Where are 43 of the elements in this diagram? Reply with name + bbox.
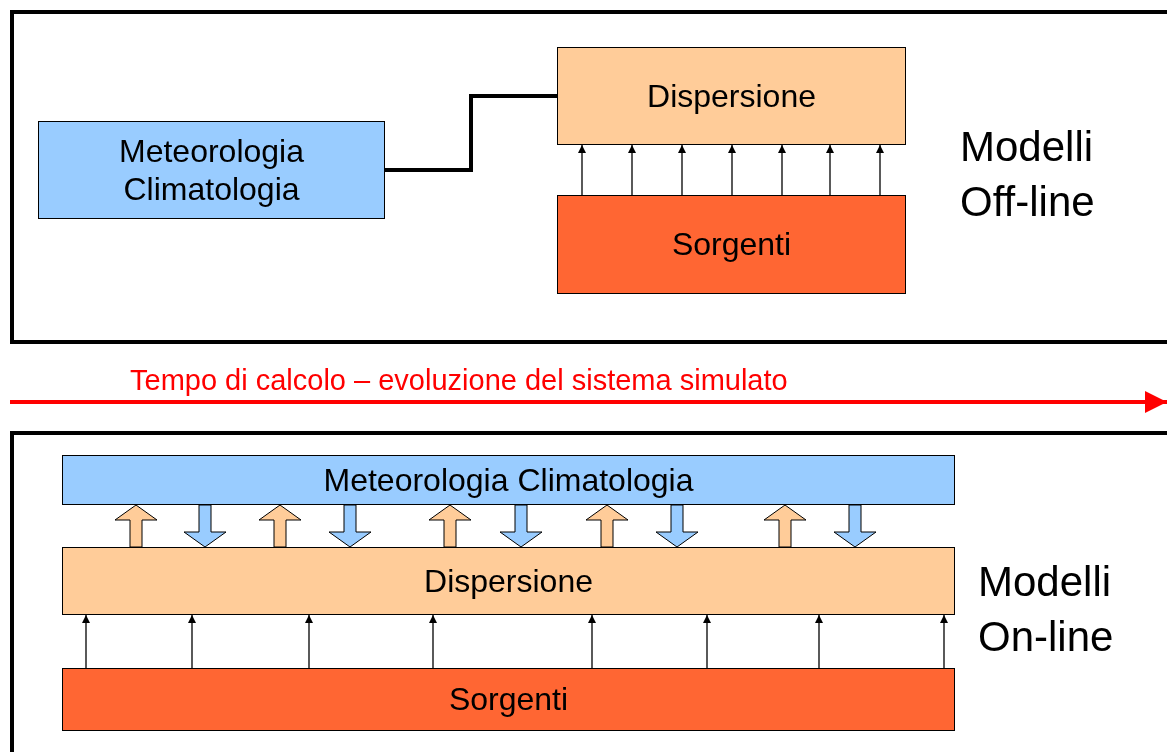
box-label: Meteorologia Climatologia: [323, 460, 694, 500]
process-box: [62, 547, 955, 615]
block-arrow: [258, 504, 302, 548]
arrow: [188, 614, 196, 669]
arrow: [82, 614, 90, 669]
box-label: Sorgenti: [671, 225, 792, 264]
arrow: [815, 614, 823, 669]
process-box: [557, 195, 906, 294]
block-arrow: [585, 504, 629, 548]
block-arrow: [428, 504, 472, 548]
block-arrow: [183, 504, 227, 548]
block-arrow: [114, 504, 158, 548]
arrow: [876, 144, 884, 196]
panel-frame: [10, 10, 1167, 344]
box-label: Meteorologia Climatologia: [118, 131, 305, 209]
process-box: [38, 121, 385, 219]
box-label: Dispersione: [424, 561, 593, 601]
connector-line: [385, 94, 557, 172]
block-arrow: [655, 504, 699, 548]
arrow: [305, 614, 313, 669]
process-box: [62, 455, 955, 505]
arrow: [678, 144, 686, 196]
block-arrow: [499, 504, 543, 548]
block-arrow: [328, 504, 372, 548]
arrow: [578, 144, 586, 196]
panel-title: Modelli On-line: [978, 557, 1115, 662]
box-label: Dispersione: [647, 76, 816, 116]
arrow: [628, 144, 636, 196]
arrow: [429, 614, 437, 669]
arrow: [826, 144, 834, 196]
panel-title: Modelli Off-line: [960, 122, 1096, 227]
arrow: [728, 144, 736, 196]
block-arrow: [833, 504, 877, 548]
arrow: [778, 144, 786, 196]
process-box: [557, 47, 906, 145]
block-arrow: [763, 504, 807, 548]
arrow: [940, 614, 948, 669]
arrow: [588, 614, 596, 669]
panel-frame: [10, 431, 1167, 752]
axis-caption: Tempo di calcolo – evoluzione del sistema simulato: [130, 364, 788, 397]
process-box: [62, 668, 955, 731]
arrow: [703, 614, 711, 669]
box-label: Sorgenti: [448, 680, 569, 719]
